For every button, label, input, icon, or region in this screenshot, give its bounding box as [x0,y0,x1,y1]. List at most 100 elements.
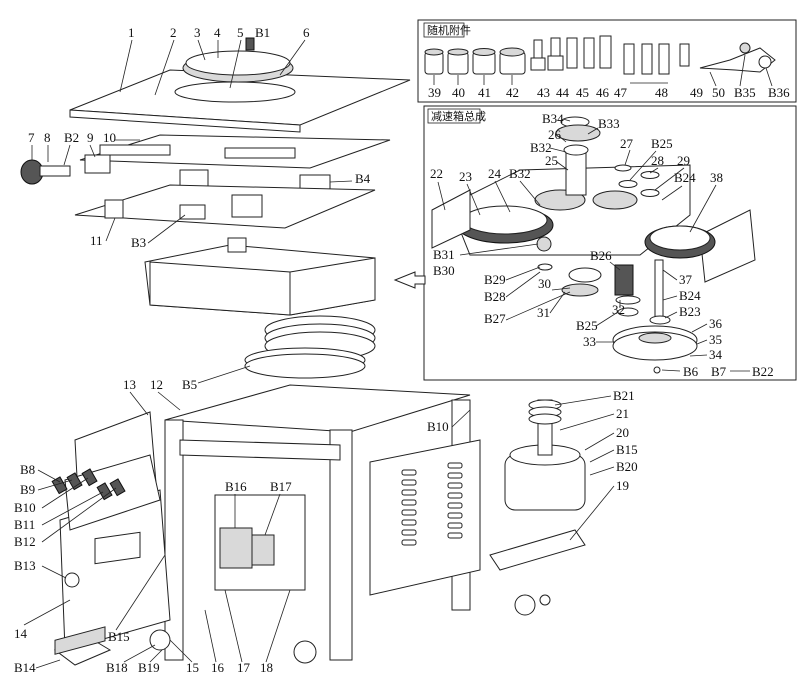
label-19: 19 [616,478,629,493]
cover-plate-right [699,209,756,283]
label-38: 38 [710,170,723,185]
label-b28: B28 [484,289,506,304]
label-27: 27 [620,136,634,151]
front-leg-right [329,429,353,661]
label-b32-lower: B32 [509,166,531,181]
label-b24-lower: B24 [679,288,701,303]
label-b20: B20 [616,459,638,474]
label-b11: B11 [14,517,35,532]
gearbox-unit: B5 [144,237,376,392]
motor-base [489,529,586,571]
label-b6: B6 [683,364,699,379]
gearbox-assembly-panel: 减速箱总成 B34 [423,105,797,381]
label-7: 7 [28,130,35,145]
label-11: 11 [90,233,103,248]
reference-arrow [393,271,426,289]
label-b14: B14 [14,660,36,675]
label-50: 50 [712,85,725,100]
label-b25-upper: B25 [651,136,673,151]
label-b12: B12 [14,534,36,549]
label-b21: B21 [613,388,635,403]
label-b2: B2 [64,130,79,145]
label-42: 42 [506,85,519,100]
label-30: 30 [538,276,551,291]
label-20: 20 [616,425,629,440]
label-b26: B26 [590,248,612,263]
caster-front-right [293,640,317,664]
label-b23: B23 [679,304,701,319]
upper-shaft [565,149,587,196]
label-b13: B13 [14,558,36,573]
base-plate [74,184,376,229]
label-1: 1 [128,25,135,40]
label-32: 32 [612,302,625,317]
label-4: 4 [214,25,221,40]
label-36: 36 [709,316,723,331]
label-23: 23 [459,169,472,184]
label-b18: B18 [106,660,128,675]
label-b15-panel: B15 [108,629,130,644]
label-b4: B4 [355,171,371,186]
output-shaft [654,259,664,321]
label-37: 37 [679,272,693,287]
label-44: 44 [556,85,570,100]
label-12: 12 [150,377,163,392]
label-b10-frame: B10 [427,419,449,434]
main-frame: 13 12 B21 B10 21 20 B15 B20 19 B8 B9 B10… [14,377,638,675]
label-b22: B22 [752,364,774,379]
top-table-assembly: 1 2 3 4 B1 5 6 7 8 B2 9 10 B4 11 B3 [20,25,411,250]
label-45: 45 [576,85,589,100]
label-b24-upper: B24 [674,170,696,185]
label-34: 34 [709,347,723,362]
label-18: 18 [260,660,273,675]
label-10: 10 [103,130,116,145]
label-47: 47 [614,85,628,100]
label-17: 17 [237,660,251,675]
label-b25-lower: B25 [576,318,598,333]
louvered-side-panel [369,439,481,596]
label-3: 3 [194,25,201,40]
label-b36: B36 [768,85,790,100]
label-b32-upper: B32 [530,140,552,155]
label-b27: B27 [484,311,506,326]
label-b1: B1 [255,25,270,40]
label-25: 25 [545,153,558,168]
label-b8: B8 [20,462,35,477]
label-39: 39 [428,85,441,100]
label-13: 13 [123,377,136,392]
label-41: 41 [478,85,491,100]
gearbox-title: 减速箱总成 [431,109,486,123]
label-2: 2 [170,25,177,40]
label-46: 46 [596,85,610,100]
accessory-title: 随机附件 [427,23,471,37]
nameplate [94,531,141,565]
label-b5: B5 [182,377,197,392]
label-b30: B30 [433,263,455,278]
label-6: 6 [303,25,310,40]
label-22: 22 [430,166,443,181]
label-28: 28 [651,153,664,168]
label-b9: B9 [20,482,35,497]
label-16: 16 [211,660,225,675]
label-b19: B19 [138,660,160,675]
label-b3: B3 [131,235,146,250]
label-b35: B35 [734,85,756,100]
accessory-bracket [699,42,776,73]
label-29: 29 [677,153,690,168]
label-33: 33 [583,334,596,349]
contactor-b17 [251,534,275,566]
caster-front-left [149,629,171,651]
label-31: 31 [537,305,550,320]
label-26: 26 [548,127,562,142]
pinion-gear [614,264,634,296]
label-14: 14 [14,626,28,641]
label-b31: B31 [433,247,455,262]
label-40: 40 [452,85,465,100]
label-b10-panel: B10 [14,500,36,515]
label-b15-motor: B15 [616,442,638,457]
accessory-pins [530,35,690,75]
label-35: 35 [709,332,722,347]
cover-plate-left [431,189,471,249]
label-49: 49 [690,85,703,100]
